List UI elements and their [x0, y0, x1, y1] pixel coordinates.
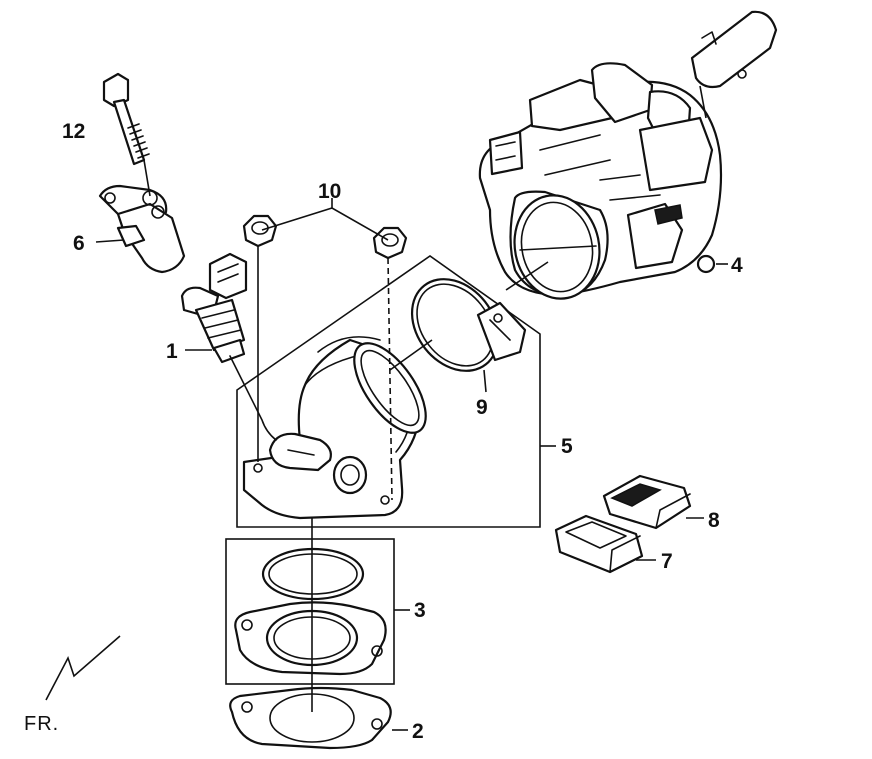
front-direction-arrow-icon [45, 635, 121, 701]
part-4-throttle-body [478, 10, 778, 300]
callout-4: 4 [731, 254, 743, 277]
part-12-bolt [102, 72, 151, 197]
part-1-fuel-injector [180, 252, 277, 441]
callout-6: 6 [73, 232, 85, 255]
part-5-intake-manifold [242, 336, 427, 520]
callout-5: 5 [561, 435, 573, 458]
part-8-connector [602, 474, 692, 530]
part-6-injector-holder [98, 184, 186, 274]
part-5-outline [236, 255, 541, 528]
callout-12: 12 [62, 120, 85, 143]
callout-1: 1 [166, 340, 178, 363]
front-direction-label: FR. [24, 713, 59, 735]
callout-8: 8 [708, 509, 720, 532]
part-9-hose-clamp [410, 278, 527, 372]
callout-10: 10 [318, 180, 341, 203]
callout-9: 9 [476, 396, 488, 419]
part-7-connector [554, 514, 644, 574]
part-3-insulator [225, 538, 395, 685]
leader-lines [95, 198, 728, 731]
callout-7: 7 [661, 550, 673, 573]
part-10-nuts [242, 214, 408, 501]
callout-3: 3 [414, 599, 426, 622]
part-2-gasket [229, 686, 392, 750]
callout-2: 2 [412, 720, 424, 743]
